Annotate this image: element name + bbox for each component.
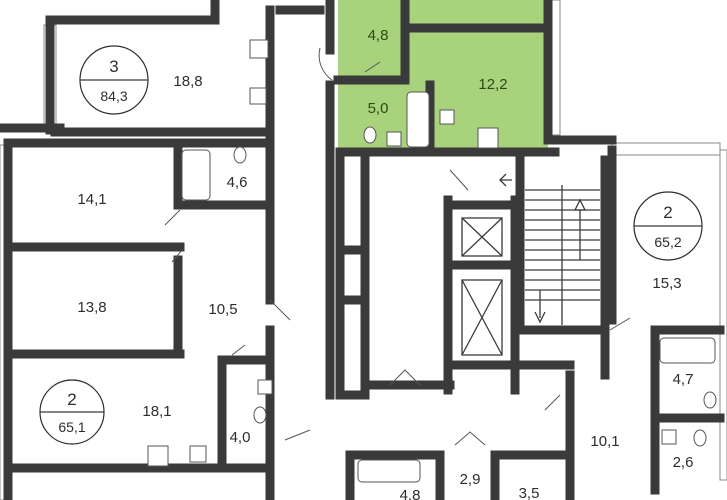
apartment-badge-3[interactable]: 3 84,3 (79, 45, 149, 115)
room-area-label: 10,5 (208, 301, 237, 318)
bathtub (406, 91, 430, 148)
sink (257, 379, 273, 395)
sink (661, 429, 677, 445)
stove (147, 445, 169, 467)
window (719, 149, 727, 481)
room-area-label: 2,9 (460, 471, 481, 488)
room-area-label: 10,1 (590, 433, 619, 450)
toilet (693, 429, 707, 447)
elevator-shaft (461, 279, 503, 356)
room-area-label: 4,8 (368, 27, 389, 44)
toilet (253, 406, 267, 424)
room-area-label: 4,7 (673, 371, 694, 388)
apartment-room-count: 2 (67, 390, 76, 409)
toilet (363, 126, 377, 144)
room-area-label: 3,5 (519, 485, 540, 500)
apartment-total-area: 84,3 (100, 88, 127, 104)
stair-arrow-left (499, 173, 512, 187)
room-area-label: 18,8 (173, 73, 202, 90)
sink (439, 109, 455, 125)
room-area-label: 14,1 (77, 191, 106, 208)
apartment-total-area: 65,1 (58, 419, 85, 435)
stove (477, 127, 499, 149)
room-area-label: 4,0 (230, 429, 251, 446)
apartment-badge-2-left[interactable]: 2 65,1 (39, 379, 105, 445)
doors (164, 47, 631, 446)
stair-down-arrow (534, 290, 546, 324)
room-area-label: 2,6 (673, 454, 694, 471)
apartment-room-count: 3 (109, 57, 118, 76)
elevators (461, 217, 503, 356)
sink (386, 131, 402, 147)
room-area-label: 5,0 (368, 100, 389, 117)
room-area-label: 4,8 (400, 487, 421, 500)
apartment-total-area: 65,2 (654, 234, 681, 250)
stair-up-arrow (573, 198, 587, 260)
bathtub (181, 149, 211, 201)
toilet (703, 391, 717, 409)
elevator-shaft (461, 217, 503, 257)
sink (189, 445, 207, 463)
bathtub (659, 337, 716, 364)
toilet (233, 146, 247, 164)
fixtures (147, 39, 717, 483)
apartment-badge-2-right[interactable]: 2 65,2 (633, 191, 703, 261)
apartment-room-count: 2 (663, 203, 672, 222)
room-area-label: 4,6 (227, 174, 248, 191)
window (611, 142, 721, 156)
room-area-label: 18,1 (142, 403, 171, 420)
room-labels: 18,8 14,1 4,6 13,8 10,5 18,1 4,0 4,8 12,… (77, 27, 693, 500)
stairs (499, 173, 600, 325)
room-area-label: 12,2 (478, 76, 507, 93)
sink (249, 87, 267, 105)
room-area-label: 15,3 (652, 275, 681, 292)
bathtub (357, 459, 421, 483)
room-area-label: 13,8 (77, 299, 106, 316)
stove (249, 39, 269, 59)
